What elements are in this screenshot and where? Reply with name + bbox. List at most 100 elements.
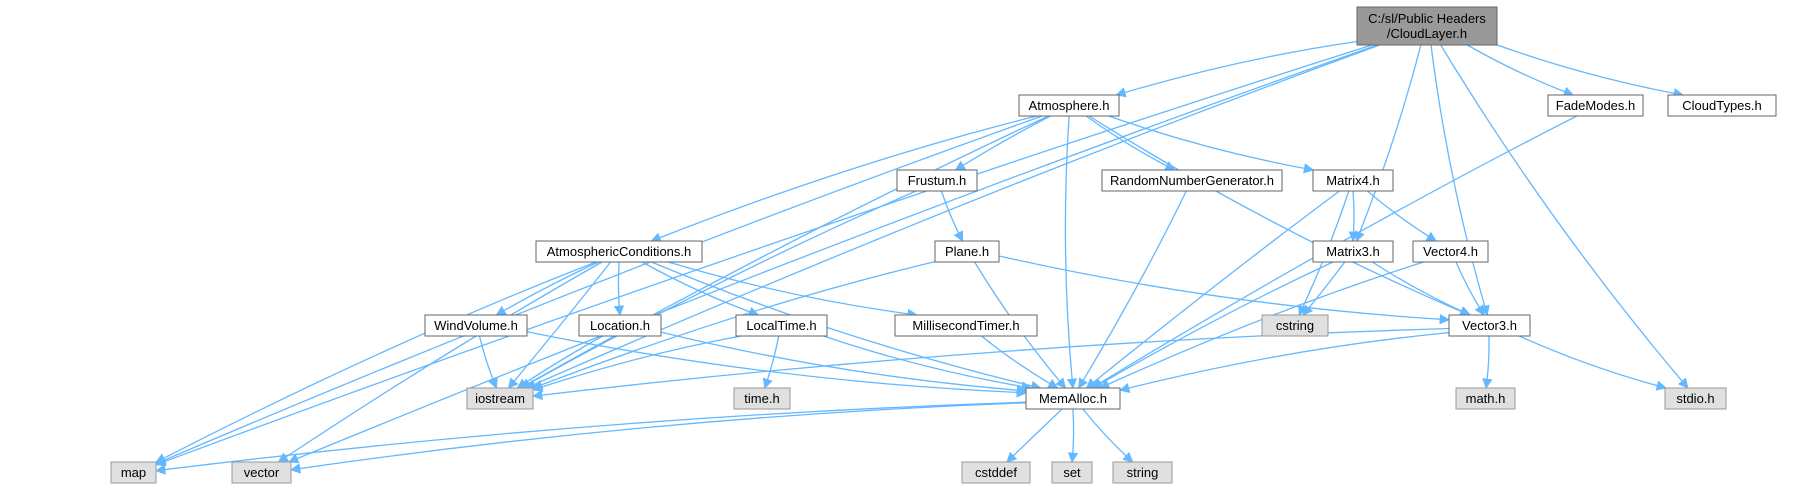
node-label-plane: Plane.h [945,244,989,259]
node-vector3[interactable]: Vector3.h [1448,314,1531,337]
edge-atmcond-to-location [613,261,625,317]
node-box-iostream [466,387,534,410]
node-label-cstddef: cstddef [975,465,1017,480]
node-label-cloudlayer: C:/sl/Public Headers [1368,11,1486,26]
node-label-localtime: LocalTime.h [746,318,816,333]
edge-millitimer-to-memalloc [980,335,1059,389]
node-box-set [1051,461,1093,484]
edge-frustum-to-iostream [520,190,917,389]
edge-memalloc-to-set [1067,408,1079,464]
node-cloudtypes[interactable]: CloudTypes.h [1667,94,1777,117]
node-atmcond[interactable]: AtmosphericConditions.h [535,240,703,263]
edge-matrix4-to-memalloc [1085,190,1340,389]
edge-matrix4-to-matrix3 [1348,190,1359,243]
edge-rng-to-memalloc [1078,190,1187,389]
edge-matrix3-to-vector3 [1372,261,1472,316]
node-label-set: set [1063,465,1081,480]
node-iostream: iostream [466,387,534,410]
node-label-map: map [121,465,146,480]
node-cloudlayer[interactable]: C:/sl/Public Headers/CloudLayer.h [1356,6,1498,46]
edge-vector3-to-stdioh [1518,335,1667,391]
node-box-atmcond [535,240,703,263]
edge-atmcond-to-vector [277,261,603,463]
edge-memalloc-to-cstddef [1006,408,1063,463]
node-box-vector [231,461,292,484]
node-label-atmcond: AtmosphericConditions.h [547,244,692,259]
edge-localtime-to-timeh [762,335,780,389]
node-rng[interactable]: RandomNumberGenerator.h [1101,169,1283,192]
edge-matrix3-to-cstring [1302,261,1346,316]
node-cstring: cstring [1261,314,1329,337]
edge-localtime-to-memalloc [823,335,1033,392]
node-set: set [1051,461,1093,484]
edge-cloudlayer-to-cloudtypes [1496,44,1685,99]
node-windvolume[interactable]: WindVolume.h [424,314,528,337]
edge-location-to-memalloc [660,331,1028,396]
node-label-rng: RandomNumberGenerator.h [1110,173,1274,188]
node-box-timeh [733,387,791,410]
node-localtime[interactable]: LocalTime.h [735,314,828,337]
node-box-windvolume [424,314,528,337]
node-vector4[interactable]: Vector4.h [1412,240,1489,263]
node-matrix4[interactable]: Matrix4.h [1312,169,1394,192]
node-millitimer[interactable]: MillisecondTimer.h [894,314,1038,337]
node-box-string [1112,461,1173,484]
edge-matrix3-to-memalloc [1092,261,1334,389]
node-mathh: math.h [1455,387,1516,410]
node-box-rng [1101,169,1283,192]
edge-matrix4-to-vector4 [1366,190,1437,242]
edge-atmosphere-to-atmcond [650,115,1037,243]
node-box-millitimer [894,314,1038,337]
node-label-vector4: Vector4.h [1423,244,1478,259]
node-fademodes[interactable]: FadeModes.h [1547,94,1644,117]
node-box-fademodes [1547,94,1644,117]
node-location[interactable]: Location.h [578,314,662,337]
edge-windvolume-to-memalloc [526,331,1028,398]
edge-windvolume-to-iostream [478,335,498,389]
node-box-vector4 [1412,240,1489,263]
edge-cloudlayer-to-stdioh [1440,44,1689,389]
node-label-vector: vector [244,465,280,480]
node-label-string: string [1127,465,1159,480]
edge-atmosphere-to-matrix4 [1108,115,1315,174]
node-label-memalloc: MemAlloc.h [1039,391,1107,406]
node-label-cloudlayer: /CloudLayer.h [1387,26,1467,41]
edge-atmosphere-to-map [155,115,1043,465]
node-label-millitimer: MillisecondTimer.h [912,318,1019,333]
node-timeh: time.h [733,387,791,410]
edge-atmcond-to-millitimer [668,261,918,319]
edge-cloudlayer-to-matrix3 [1355,44,1422,242]
node-memalloc[interactable]: MemAlloc.h [1025,387,1121,410]
node-label-atmosphere: Atmosphere.h [1029,98,1110,113]
node-label-frustum: Frustum.h [908,173,967,188]
edge-cloudlayer-to-map [155,44,1373,467]
node-vector: vector [231,461,292,484]
node-box-vector3 [1448,314,1531,337]
node-map: map [110,461,157,484]
edge-atmcond-to-memalloc [651,261,1042,391]
edge-vector3-to-memalloc [1118,331,1450,394]
node-label-cstring: cstring [1276,318,1314,333]
edge-vector4-to-vector3 [1455,261,1485,316]
edge-cloudlayer-to-fademodes [1466,44,1575,97]
edge-localtime-to-iostream [532,335,742,392]
edge-atmosphere-to-vector3 [1088,115,1471,317]
node-frustum[interactable]: Frustum.h [896,169,978,192]
node-box-map [110,461,157,484]
node-label-stdioh: stdio.h [1676,391,1714,406]
node-box-matrix3 [1312,240,1394,263]
node-label-location: Location.h [590,318,650,333]
node-atmosphere[interactable]: Atmosphere.h [1018,94,1120,117]
node-cstddef: cstddef [961,461,1031,484]
node-box-location [578,314,662,337]
node-matrix3[interactable]: Matrix3.h [1312,240,1394,263]
node-plane[interactable]: Plane.h [934,240,1000,263]
edge-atmosphere-to-frustum [954,115,1051,171]
node-label-vector3: Vector3.h [1462,318,1517,333]
node-label-windvolume: WindVolume.h [434,318,518,333]
node-stdioh: stdio.h [1664,387,1727,410]
node-label-cloudtypes: CloudTypes.h [1682,98,1762,113]
edge-memalloc-to-vector [289,402,1027,474]
node-box-cloudtypes [1667,94,1777,117]
